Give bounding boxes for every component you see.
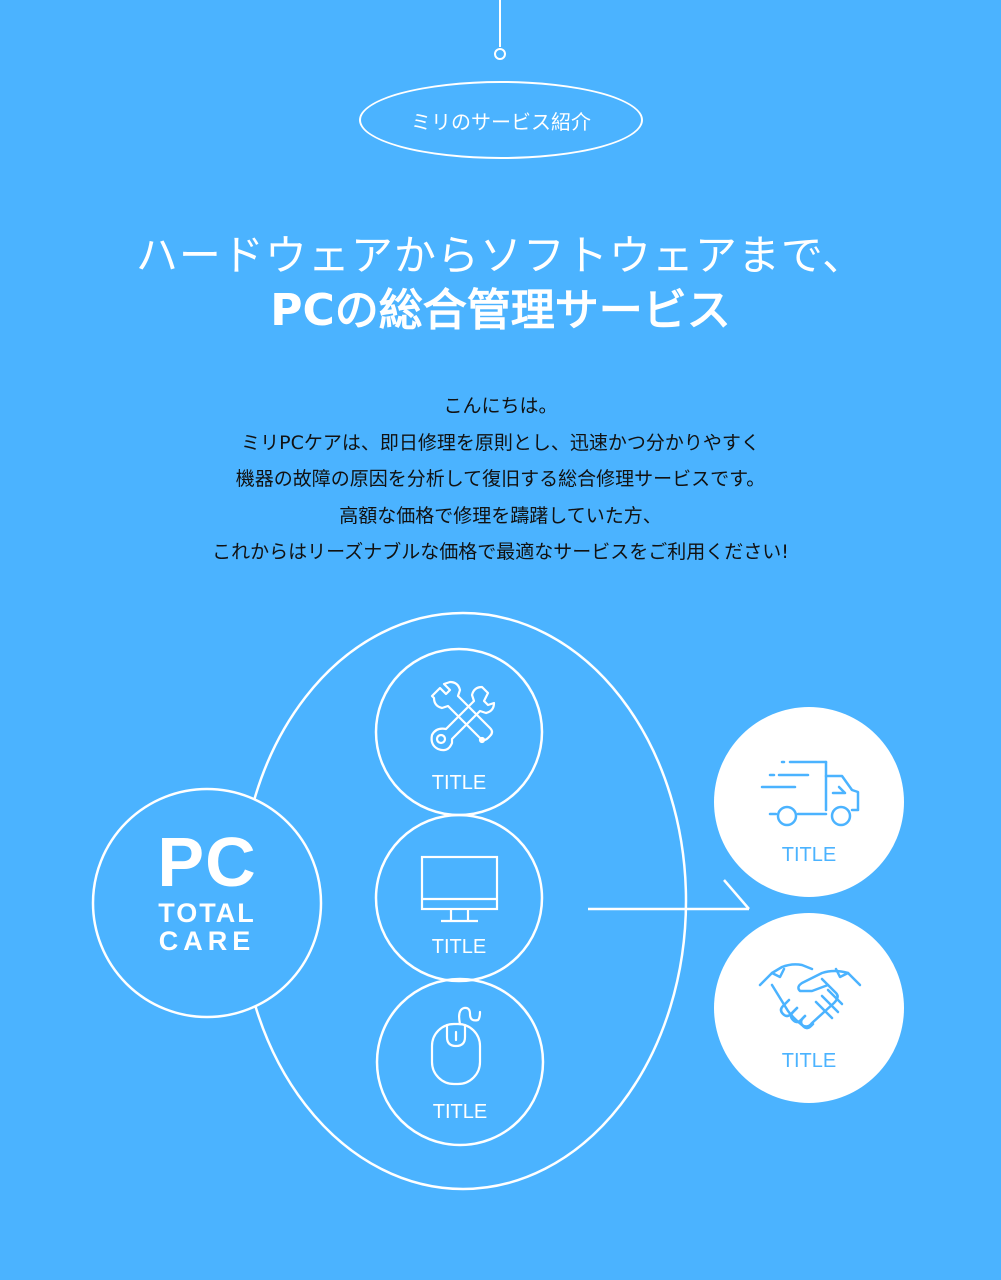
result-item-label: TITLE <box>781 1050 837 1072</box>
result-item-label: TITLE <box>781 844 837 866</box>
monitor-icon <box>420 855 499 923</box>
intro-line: 機器の故障の原因を分析して復旧する総合修理サービスです。 <box>235 468 766 490</box>
pc-logo-title: PC <box>157 823 257 901</box>
headline-title: PCの総合管理サービス <box>270 285 731 336</box>
arrow-right-icon <box>588 879 750 911</box>
section-badge-label: ミリのサービス紹介 <box>411 109 591 134</box>
intro-paragraph: こんにちは。 ミリPCケアは、即日修理を原則とし、迅速かつ分かりやすく 機器の故… <box>0 388 1001 571</box>
result-item-circle <box>714 913 904 1103</box>
inner-item-label: TITLE <box>431 936 487 958</box>
handshake-icon <box>758 963 862 1030</box>
intro-line: これからはリーズナブルな価格で最適なサービスをご利用ください! <box>212 541 789 563</box>
section-badge: ミリのサービス紹介 <box>359 81 643 159</box>
inner-item-label: TITLE <box>431 772 487 794</box>
headline-subtitle: ハードウェアからソフトウェアまで、 <box>135 231 866 280</box>
inner-item-circle <box>375 977 545 1147</box>
top-connector-line <box>499 0 501 47</box>
intro-line: ミリPCケアは、即日修理を原則とし、迅速かつ分かりやすく <box>241 431 760 454</box>
result-item-circle <box>714 707 904 897</box>
inner-item-label: TITLE <box>432 1101 488 1123</box>
pc-logo-line-care: CARE <box>158 926 256 956</box>
wrench-cross-icon <box>430 680 496 752</box>
mouse-icon <box>430 1006 482 1086</box>
pc-total-care-circle <box>91 787 323 1019</box>
intro-line: 高額な価格で修理を躊躇していた方、 <box>339 504 662 527</box>
top-connector-dot <box>494 48 506 60</box>
inner-item-circle <box>374 813 544 983</box>
pc-logo-line-total: TOTAL <box>158 898 256 928</box>
delivery-truck-icon <box>760 760 860 827</box>
intro-line: こんにちは。 <box>443 395 558 417</box>
